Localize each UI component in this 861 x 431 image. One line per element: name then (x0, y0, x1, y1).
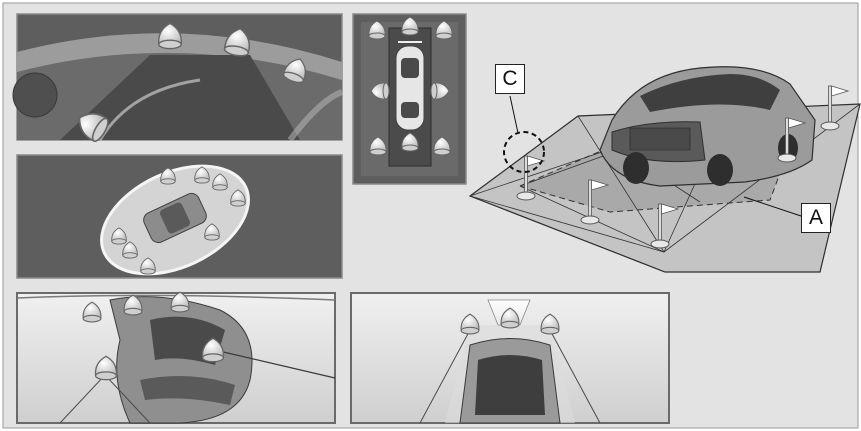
panel-overhead-view (353, 14, 466, 184)
callout-label-c: C (495, 64, 525, 94)
callout-label-a: A (801, 203, 831, 233)
panel-front-view (351, 293, 669, 423)
panel-top-view-car (17, 144, 342, 295)
panel-rear-quarter-view (17, 292, 335, 423)
panel-wide-sensor-arc (13, 14, 342, 143)
